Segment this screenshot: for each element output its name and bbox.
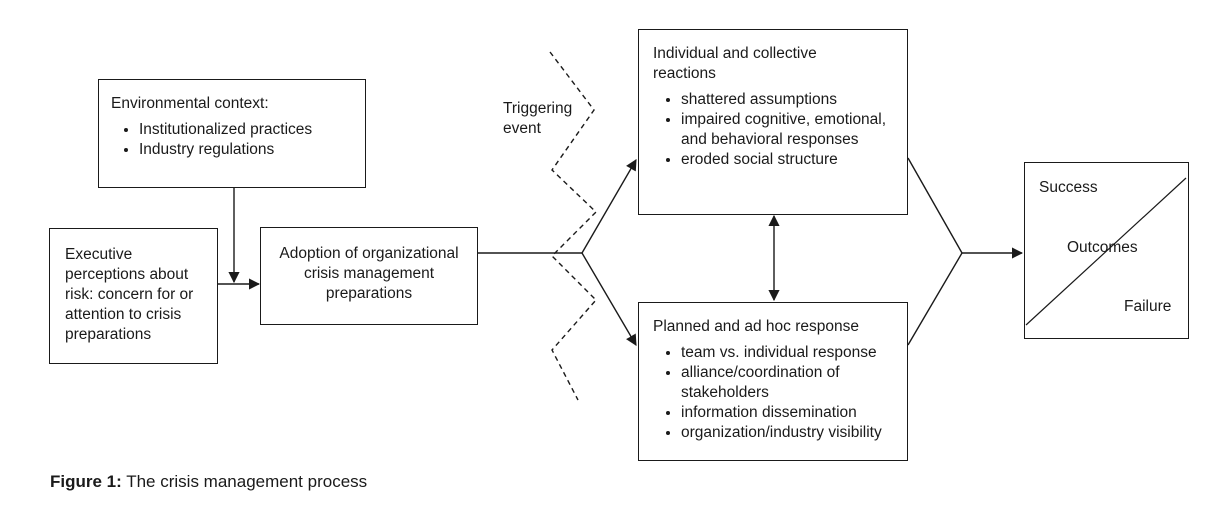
response-item: organization/industry visibility bbox=[681, 423, 897, 443]
outcomes-failure: Failure bbox=[1124, 298, 1172, 315]
reactions-item: eroded social structure bbox=[681, 150, 897, 170]
caption-text: The crisis management process bbox=[126, 472, 368, 491]
outcomes-diagonal bbox=[1025, 177, 1187, 326]
adoption-text: Adoption of organizational crisis manage… bbox=[279, 245, 459, 302]
response-list: team vs. individual response alliance/co… bbox=[653, 343, 897, 443]
outcomes-success: Success bbox=[1039, 179, 1098, 196]
reactions-item: shattered assumptions bbox=[681, 90, 897, 110]
caption-label: Figure 1: bbox=[50, 472, 122, 491]
adoption-box: Adoption of organizational crisis manage… bbox=[260, 227, 478, 325]
reactions-item: impaired cognitive, emotional, and behav… bbox=[681, 110, 897, 150]
environment-title: Environmental context: bbox=[111, 95, 269, 112]
edge-response-merge bbox=[907, 252, 963, 346]
executive-box: Executive perceptions about risk: concer… bbox=[49, 228, 218, 364]
figure-caption: Figure 1: The crisis management process bbox=[50, 472, 367, 492]
response-title: Planned and ad hoc response bbox=[653, 318, 859, 335]
outcomes-box bbox=[1024, 162, 1189, 339]
response-item: information dissemination bbox=[681, 403, 897, 423]
reactions-title: Individual and collective reactions bbox=[653, 45, 817, 82]
response-box: Planned and ad hoc response team vs. ind… bbox=[638, 302, 908, 461]
reactions-box: Individual and collective reactions shat… bbox=[638, 29, 908, 215]
trigger-label: Triggering event bbox=[503, 100, 573, 137]
response-item: alliance/coordination of stakeholders bbox=[681, 363, 897, 403]
trigger-zigzag bbox=[549, 51, 598, 401]
reactions-list: shattered assumptions impaired cognitive… bbox=[653, 90, 897, 170]
environment-item: Institutionalized practices bbox=[139, 120, 353, 140]
edge-branch-response bbox=[581, 252, 637, 346]
outcomes-label: Outcomes bbox=[1067, 239, 1138, 256]
environment-list: Institutionalized practices Industry reg… bbox=[111, 120, 353, 160]
executive-text: Executive perceptions about risk: concer… bbox=[65, 246, 194, 343]
edge-branch-reactions bbox=[581, 159, 637, 254]
environment-item: Industry regulations bbox=[139, 140, 353, 160]
response-item: team vs. individual response bbox=[681, 343, 897, 363]
edge-reactions-merge bbox=[907, 157, 963, 254]
environment-box: Environmental context: Institutionalized… bbox=[98, 79, 366, 188]
